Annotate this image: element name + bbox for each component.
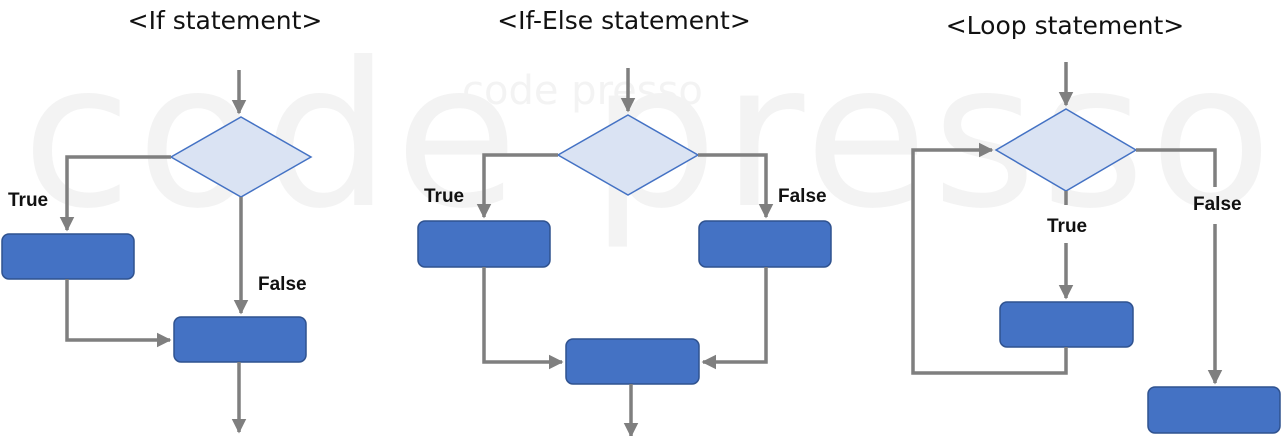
if-else-decision-diamond [556, 114, 700, 196]
watermark-small: code presso [462, 68, 703, 114]
loop-statement-title: <Loop statement> [946, 11, 1185, 40]
if-true-label: True [8, 190, 48, 211]
if-else-statement-diagram: <If-Else statement> True False [417, 6, 832, 436]
loop-exit-process-box [1147, 386, 1281, 434]
if-else-merge-right-connector [701, 267, 768, 370]
if-else-false-connector [698, 153, 774, 219]
loop-body-process-box [999, 301, 1134, 348]
if-true-process-box [1, 233, 135, 280]
loop-statement-diagram: <Loop statement> True False [911, 11, 1281, 434]
if-else-next-process-box [565, 338, 700, 385]
if-else-statement-title: <If-Else statement> [497, 6, 751, 35]
loop-false-label: False [1193, 194, 1242, 215]
loop-back-connector [911, 142, 1068, 375]
loop-false-connector [1136, 148, 1215, 383]
if-statement-diagram: <If statement> True False [1, 6, 323, 434]
if-statement-title: <If statement> [128, 6, 323, 35]
if-next-process-box [173, 316, 307, 363]
if-else-false-label: False [778, 186, 827, 207]
if-merge-connector [65, 279, 172, 348]
if-else-true-process-box [417, 220, 551, 268]
if-else-false-process-box [698, 220, 832, 268]
if-true-connector [59, 155, 171, 232]
if-else-merge-left-connector [482, 267, 564, 370]
if-else-true-label: True [424, 186, 464, 207]
if-false-label: False [258, 274, 307, 295]
if-else-true-connector [476, 153, 558, 219]
loop-true-label: True [1047, 216, 1087, 237]
